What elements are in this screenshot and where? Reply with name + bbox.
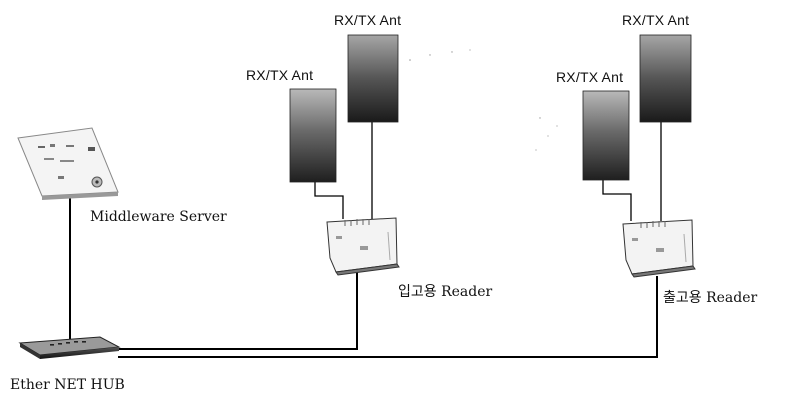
antenna-panel <box>640 35 691 122</box>
hub-to-outbound-reader-cable <box>118 276 657 357</box>
inbound-reader-label: 입고용 Reader <box>398 281 492 301</box>
outbound-reader-device <box>623 220 695 277</box>
ethernet-hub-device <box>20 337 119 359</box>
antenna-panel <box>348 35 398 122</box>
antenna-label: RX/TX Ant <box>334 12 401 28</box>
hub-to-inbound-reader-cable <box>118 272 357 349</box>
hub-label: Ether NET HUB <box>10 377 125 393</box>
antenna-label: RX/TX Ant <box>622 12 689 28</box>
antenna-panel <box>583 91 629 180</box>
outbound-reader-label: 출고용 Reader <box>663 287 757 307</box>
middleware-server-device <box>18 128 118 200</box>
scan-noise <box>409 49 557 150</box>
middleware-server-label: Middleware Server <box>90 209 227 225</box>
inbound-reader-device <box>327 218 399 275</box>
antenna-label: RX/TX Ant <box>246 67 313 83</box>
antenna-panel <box>290 89 336 182</box>
antenna-label: RX/TX Ant <box>556 69 623 85</box>
